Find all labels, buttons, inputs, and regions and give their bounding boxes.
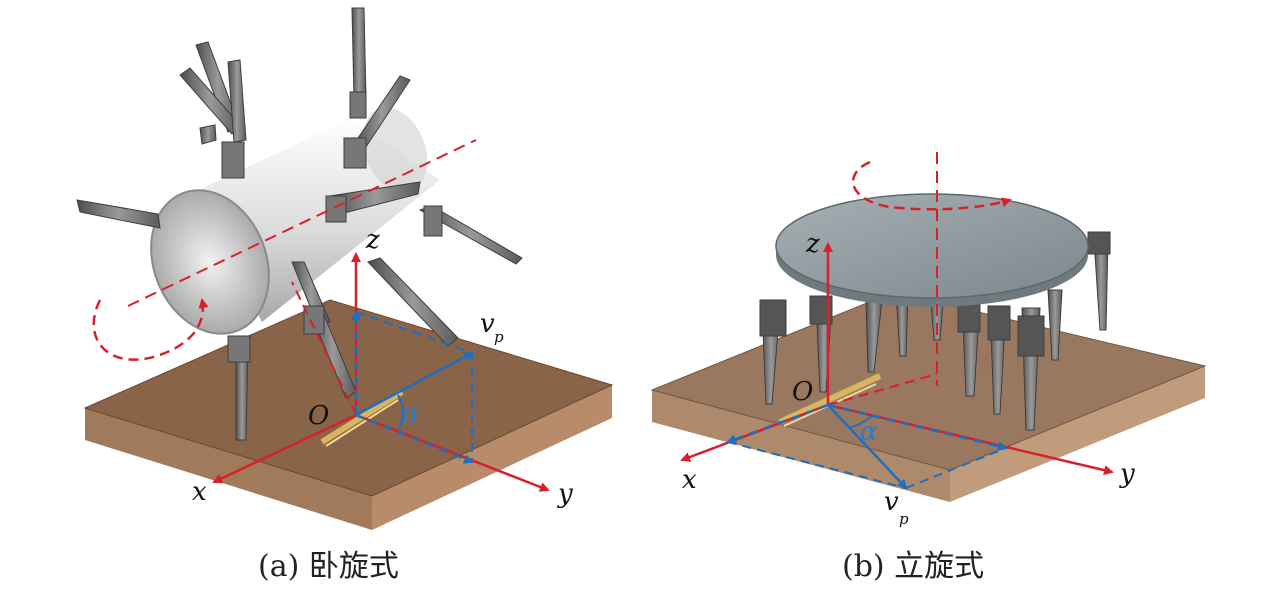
alpha-arc-a <box>397 394 404 431</box>
blade-dash-a <box>291 281 357 416</box>
vx-component-b <box>726 403 829 444</box>
origin-label-a: O <box>308 401 329 431</box>
p-label-b: p <box>899 510 909 528</box>
z-label-a: z <box>365 225 380 255</box>
drum-axis-a <box>127 139 477 307</box>
rotation-arrow-a <box>92 298 209 361</box>
vy-component-b <box>827 403 1008 451</box>
soil-block-icon <box>650 291 1207 502</box>
v-label-a: v <box>480 309 495 339</box>
disk-dash-b <box>827 373 938 406</box>
alpha-label-a: α <box>402 399 420 429</box>
caption-a: (a) 卧旋式 <box>258 549 399 584</box>
panel-a: z x y v p O α (a) 卧旋式 <box>76 7 614 584</box>
blade-set-a <box>76 7 523 441</box>
y-label-b: y <box>1119 459 1135 489</box>
origin-label-b: O <box>792 377 813 407</box>
z-label-b: z <box>805 229 820 259</box>
dash-a2 <box>355 311 473 354</box>
alpha-arc-b <box>849 415 873 429</box>
v-label-b: v <box>884 487 899 517</box>
vertical-rotary-disk-icon <box>775 193 1089 307</box>
alpha-label-b: α <box>860 417 878 447</box>
blade-set-b <box>759 231 1111 431</box>
soil-block-icon <box>83 299 614 530</box>
p-label-a: p <box>494 328 504 346</box>
y-label-a: y <box>557 479 573 509</box>
panel-b: z x y v p O α (b) 立旋式 <box>650 152 1207 584</box>
rotation-arrow-b <box>851 160 1012 211</box>
x-axis-a <box>212 413 357 484</box>
x-label-b: x <box>682 465 697 495</box>
horizontal-rotary-drum-icon <box>150 107 440 335</box>
velocity-vector-b <box>827 404 908 490</box>
caption-b: (b) 立旋式 <box>842 549 984 584</box>
x-label-a: x <box>192 477 207 507</box>
dash-b1 <box>727 441 907 489</box>
vy-component-a <box>355 413 474 464</box>
dash-b2 <box>905 447 1007 489</box>
velocity-vector-a <box>355 351 474 417</box>
